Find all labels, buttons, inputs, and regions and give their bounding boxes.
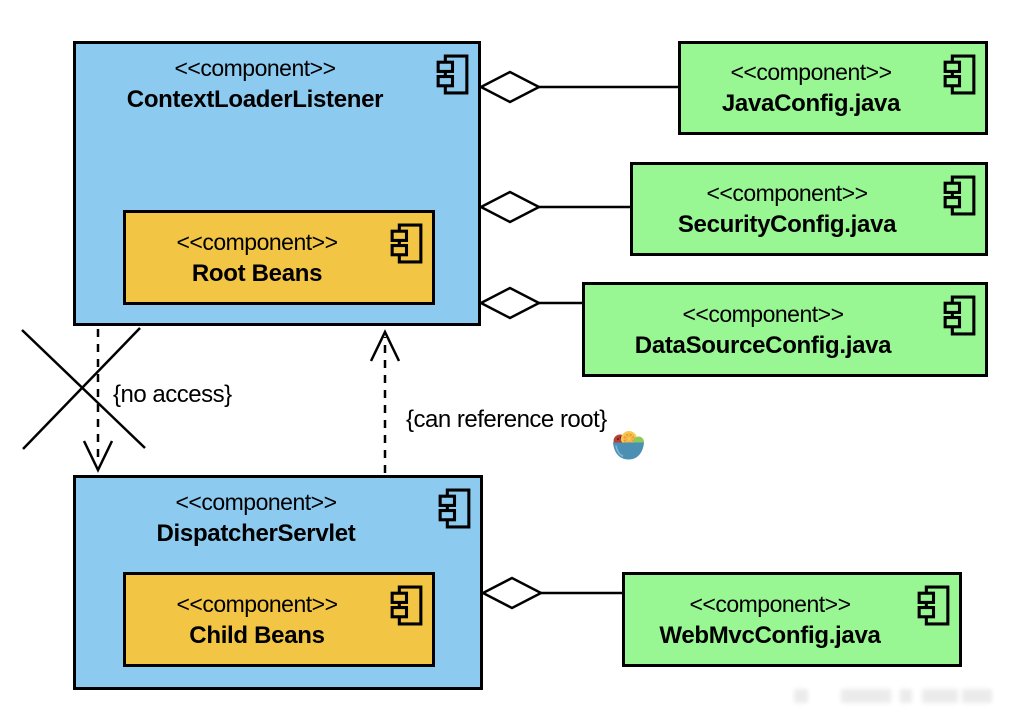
- component-name: DataSourceConfig.java: [634, 331, 892, 359]
- node-java-config: <<component>> JavaConfig.java: [678, 41, 988, 135]
- stereotype-label: <<component>>: [706, 180, 868, 206]
- component-name: Root Beans: [191, 259, 323, 287]
- component-icon: [390, 223, 423, 264]
- stereotype-label: <<component>>: [176, 590, 338, 617]
- no-access-label: {no access}: [113, 381, 232, 408]
- component-name: ContextLoaderListener: [126, 86, 384, 113]
- node-child-beans: <<component>> Child Beans: [123, 572, 435, 667]
- component-icon: [943, 175, 976, 216]
- component-icon: [438, 488, 471, 529]
- fruit-bowl-icon: [613, 431, 644, 460]
- stereotype-label: <<component>>: [175, 489, 337, 515]
- stereotype-label: <<component>>: [689, 590, 851, 617]
- node-context-loader-listener: <<component>> ContextLoaderListener <<co…: [73, 41, 481, 326]
- component-name: JavaConfig.java: [721, 90, 901, 117]
- component-icon: [436, 54, 469, 95]
- node-dispatcher-servlet: <<component>> DispatcherServlet <<compon…: [73, 475, 483, 690]
- component-name: Child Beans: [189, 621, 325, 649]
- component-name: DispatcherServlet: [156, 520, 356, 547]
- stereotype-label: <<component>>: [730, 59, 892, 85]
- stereotype-label: <<component>>: [682, 300, 844, 327]
- component-icon: [390, 585, 423, 626]
- stereotype-label: <<component>>: [176, 228, 338, 255]
- node-security-config: <<component>> SecurityConfig.java: [630, 162, 988, 256]
- aggregation-diamond: [478, 190, 542, 224]
- component-icon: [917, 585, 950, 626]
- node-root-beans: <<component>> Root Beans: [123, 210, 435, 305]
- aggregation-diamond: [480, 576, 544, 610]
- can-reference-root-label: {can reference root}: [406, 406, 607, 433]
- arrowhead-up: [369, 329, 401, 362]
- component-icon: [943, 54, 976, 95]
- node-datasource-config: <<component>> DataSourceConfig.java: [582, 282, 988, 377]
- component-icon: [943, 295, 976, 336]
- component-name: SecurityConfig.java: [677, 211, 897, 238]
- aggregation-diamond: [478, 286, 542, 320]
- node-webmvc-config: <<component>> WebMvcConfig.java: [622, 572, 962, 667]
- arrowhead-down: [82, 440, 114, 473]
- stereotype-label: <<component>>: [174, 55, 336, 81]
- component-name: WebMvcConfig.java: [659, 621, 881, 649]
- aggregation-diamond: [478, 70, 542, 104]
